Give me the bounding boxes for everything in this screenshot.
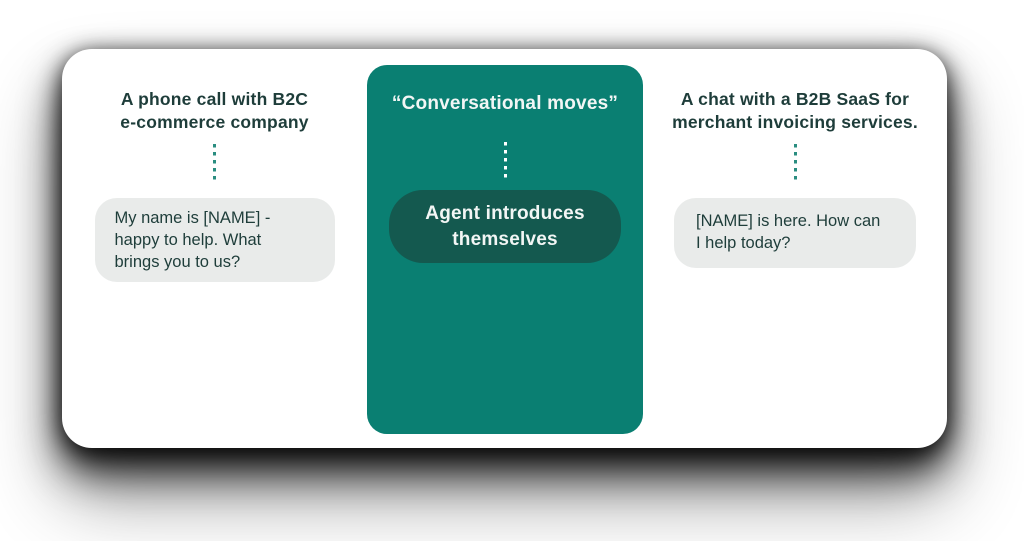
conversational-moves-panel: “Conversational moves” Agent introduces … <box>367 65 643 434</box>
scenario-column-b2c-phone: A phone call with B2C e-commerce company… <box>62 49 367 448</box>
conversational-moves-title: “Conversational moves” <box>391 93 619 114</box>
scenario-heading-b2b-chat: A chat with a B2B SaaS for merchant invo… <box>672 89 918 132</box>
dotted-connector-left <box>213 144 216 182</box>
chat-bubble-b2c-phone: My name is [NAME] - happy to help. What … <box>94 198 335 282</box>
figure-card: A phone call with B2C e-commerce company… <box>62 49 947 448</box>
scenario-heading-b2c-phone: A phone call with B2C e-commerce company <box>120 89 309 132</box>
move-pill-agent-introduces: Agent introduces themselves <box>389 190 621 263</box>
scenario-column-b2b-chat: A chat with a B2B SaaS for merchant invo… <box>643 49 947 448</box>
chat-bubble-b2b-chat: [NAME] is here. How can I help today? <box>674 198 916 268</box>
dotted-connector-right <box>793 144 797 182</box>
dotted-connector-center <box>503 142 507 180</box>
